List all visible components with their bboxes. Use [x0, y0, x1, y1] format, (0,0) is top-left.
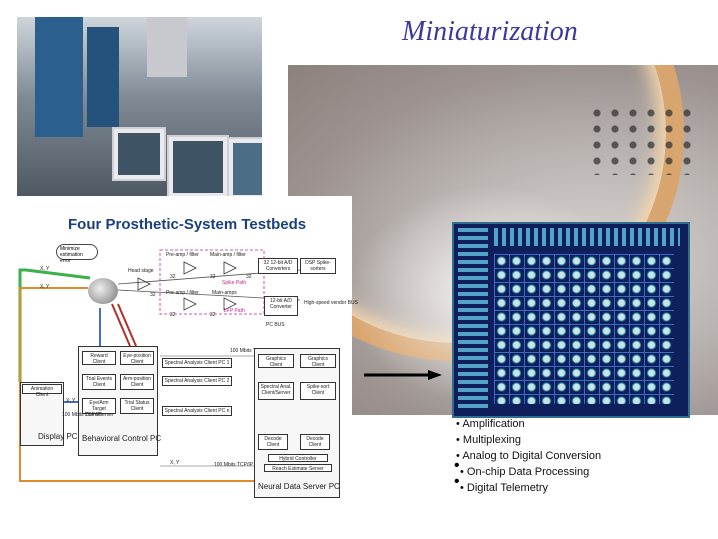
diagram-title: Four Prosthetic-System Testbeds: [68, 216, 307, 233]
spectral-client-1-box: Spectral Analysis Client PC 1: [162, 358, 232, 368]
chip-feature-list: Amplification Multiplexing Analog to Dig…: [456, 416, 601, 496]
spectral-client-server-box: Spectral Anal. Client/Server: [258, 382, 294, 400]
channel-count-label: 32: [170, 274, 176, 280]
animation-client-box: Animation Client: [22, 384, 62, 398]
slide-title: Miniaturization: [402, 16, 578, 47]
list-item: Multiplexing: [456, 432, 601, 448]
xy-label: X, Y: [40, 266, 50, 272]
channel-count-label: 32: [170, 312, 176, 318]
trial-status-client-box: Trial Status Client: [120, 398, 154, 414]
spectral-client-2-box: Spectral Analysis Client PC 2: [162, 376, 232, 386]
behavioral-control-pc-label: Behavioral Control PC: [82, 434, 162, 443]
xy-label: X, Y: [170, 460, 180, 466]
graphics-client-box: Graphics Client: [300, 354, 336, 368]
headstage-label: Head stage: [128, 268, 154, 274]
spectral-client-n-box: Spectral Analysis Client PC n: [162, 406, 232, 416]
mainamps-label: Main-amps: [212, 290, 237, 296]
hybrid-controller-box: Hybrid Controller: [268, 454, 328, 462]
eye-arm-target-box: Eye/Arm Target Client/Server: [82, 398, 116, 418]
spike-path-label: Spike Path: [222, 280, 247, 286]
reward-client-box: Reward Client: [82, 351, 116, 365]
trial-events-client-box: Trial Events Client: [82, 374, 116, 390]
right-arrow-icon: [364, 370, 442, 380]
bullet-dot-icon: •: [454, 457, 460, 474]
list-item: Analog to Digital Conversion: [456, 448, 601, 464]
adc-converter-box: 12-bit A/D Converter: [264, 296, 298, 316]
list-item: Digital Telemetry: [456, 480, 601, 496]
channel-count-label: 32: [210, 274, 216, 280]
decode-client-box: Decode Client: [300, 434, 330, 450]
neural-data-server-label: Neural Data Server PC: [258, 482, 340, 491]
channel-count-label: 32: [246, 274, 252, 280]
dsp-spike-sorters-box: DSP Spike-sorters: [300, 258, 336, 274]
graphics-client-box: Graphics Client: [258, 354, 294, 368]
minimize-error-bubble: Minimize estimation error: [56, 244, 98, 264]
spike-sort-client-box: Spike-sort Client: [300, 382, 336, 400]
neural-data-server: [254, 348, 340, 498]
channel-count-label: 32: [150, 292, 156, 298]
lab-equipment-photo: [17, 17, 262, 197]
network-label: 100 Mbits TCP/IP: [230, 348, 270, 354]
high-speed-bus-label: High-speed vendor BUS: [304, 300, 358, 306]
list-item: On-chip Data Processing: [456, 464, 601, 480]
brain-icon: [88, 278, 118, 304]
reach-estimate-server-box: Reach Estimate Server: [264, 464, 332, 472]
lfp-path-label: LFP Path: [224, 308, 245, 314]
preamp-filter-label: Pre-amp / filter: [166, 290, 199, 296]
ad-converters-box: 32 12-bit A/D Converters: [258, 258, 298, 274]
arm-position-client-box: Arm-position Client: [120, 374, 154, 390]
xy-label: X, Y: [66, 398, 76, 404]
network-label: 100 Mbits TCP/IP: [62, 412, 102, 418]
testbed-diagram: Four Prosthetic-System Testbeds Minimize…: [0, 196, 358, 539]
channel-count-label: 32: [210, 312, 216, 318]
eye-position-client-box: Eye-position Client: [120, 351, 154, 365]
display-pc-label: Display PC: [38, 432, 78, 441]
neural-chip-layout-image: [452, 222, 690, 418]
list-item: Amplification: [456, 416, 601, 432]
decode-client-box: Decode Client: [258, 434, 288, 450]
xy-label: X, Y: [40, 284, 50, 290]
pc-bus-label: PC BUS: [266, 322, 285, 328]
preamp-filter-label: Pre-amp / filter: [166, 252, 199, 258]
mainamp-filter-label: Main-amp / filter: [210, 252, 246, 258]
network-label: 100 Mbits TCP/IP: [214, 462, 254, 468]
bullet-dot-icon: •: [454, 473, 460, 490]
